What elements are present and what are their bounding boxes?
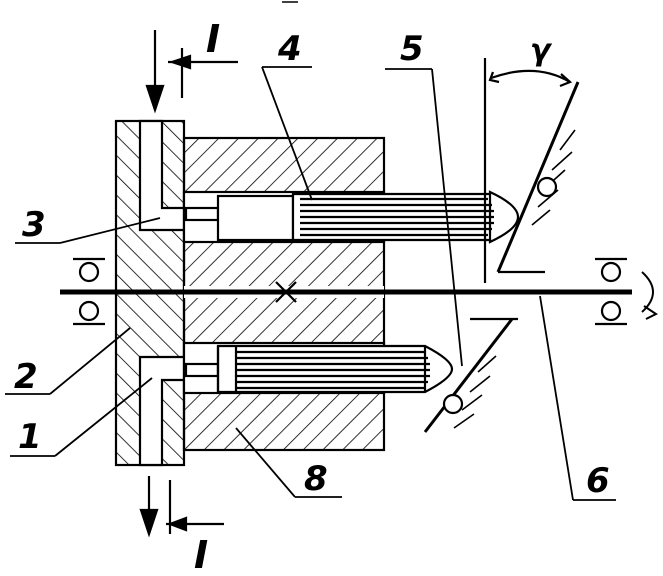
label-part-3: 3 [22,205,46,245]
shaft [60,281,632,303]
lower-piston [184,344,454,394]
section-arrow-top [145,30,238,114]
label-part-2: 2 [14,357,38,397]
label-part-6: 6 [586,461,610,501]
section-arrow-bottom [139,476,224,538]
swash-plate [423,81,580,433]
shaft-bearings [73,257,658,326]
leader-lines [5,66,616,501]
label-section-bottom: I [194,533,208,576]
label-part-4: 4 [277,29,302,69]
label-part-8: 8 [304,459,328,499]
label-part-5: 5 [400,29,424,69]
label-angle-gamma: γ [530,33,553,68]
upper-piston [184,190,520,244]
angle-indicator [483,58,573,283]
label-section-top: I [206,17,220,61]
label-part-1: 1 [18,417,42,457]
